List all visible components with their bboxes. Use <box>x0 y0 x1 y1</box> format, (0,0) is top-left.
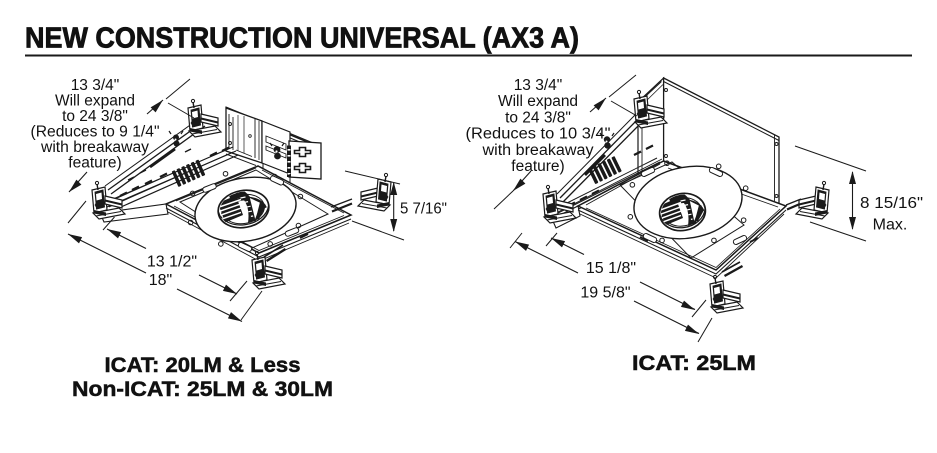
svg-text:Will expand: Will expand <box>55 93 135 110</box>
svg-text:to 24 3/8": to 24 3/8" <box>505 109 571 126</box>
svg-text:ICAT: 20LM & Less: ICAT: 20LM & Less <box>105 353 301 377</box>
svg-text:with breakaway: with breakaway <box>481 142 593 159</box>
svg-text:19 5/8": 19 5/8" <box>580 285 630 302</box>
svg-text:feature): feature) <box>511 158 564 175</box>
svg-text:to 24 3/8": to 24 3/8" <box>62 108 128 125</box>
svg-text:5 7/16": 5 7/16" <box>400 201 447 218</box>
svg-text:feature): feature) <box>68 155 121 172</box>
svg-text:13 3/4": 13 3/4" <box>71 77 120 94</box>
svg-text:15 1/8": 15 1/8" <box>586 260 636 277</box>
svg-text:8 15/16": 8 15/16" <box>860 195 923 212</box>
svg-text:13 3/4": 13 3/4" <box>514 77 563 94</box>
svg-text:Non-ICAT: 25LM & 30LM: Non-ICAT: 25LM & 30LM <box>72 377 333 401</box>
svg-text:NEW CONSTRUCTION UNIVERSAL (AX: NEW CONSTRUCTION UNIVERSAL (AX3 A) <box>25 23 579 55</box>
svg-text:18": 18" <box>149 272 172 289</box>
svg-text:ICAT: 25LM: ICAT: 25LM <box>632 351 756 375</box>
svg-text:(Reduces to 10 3/4": (Reduces to 10 3/4" <box>466 126 611 143</box>
svg-text:Will expand: Will expand <box>498 93 578 110</box>
svg-text:13 1/2": 13 1/2" <box>147 254 197 271</box>
svg-text:with breakaway: with breakaway <box>40 139 149 156</box>
svg-text:(Reduces to 9 1/4": (Reduces to 9 1/4" <box>31 124 160 141</box>
svg-text:Max.: Max. <box>873 217 908 234</box>
